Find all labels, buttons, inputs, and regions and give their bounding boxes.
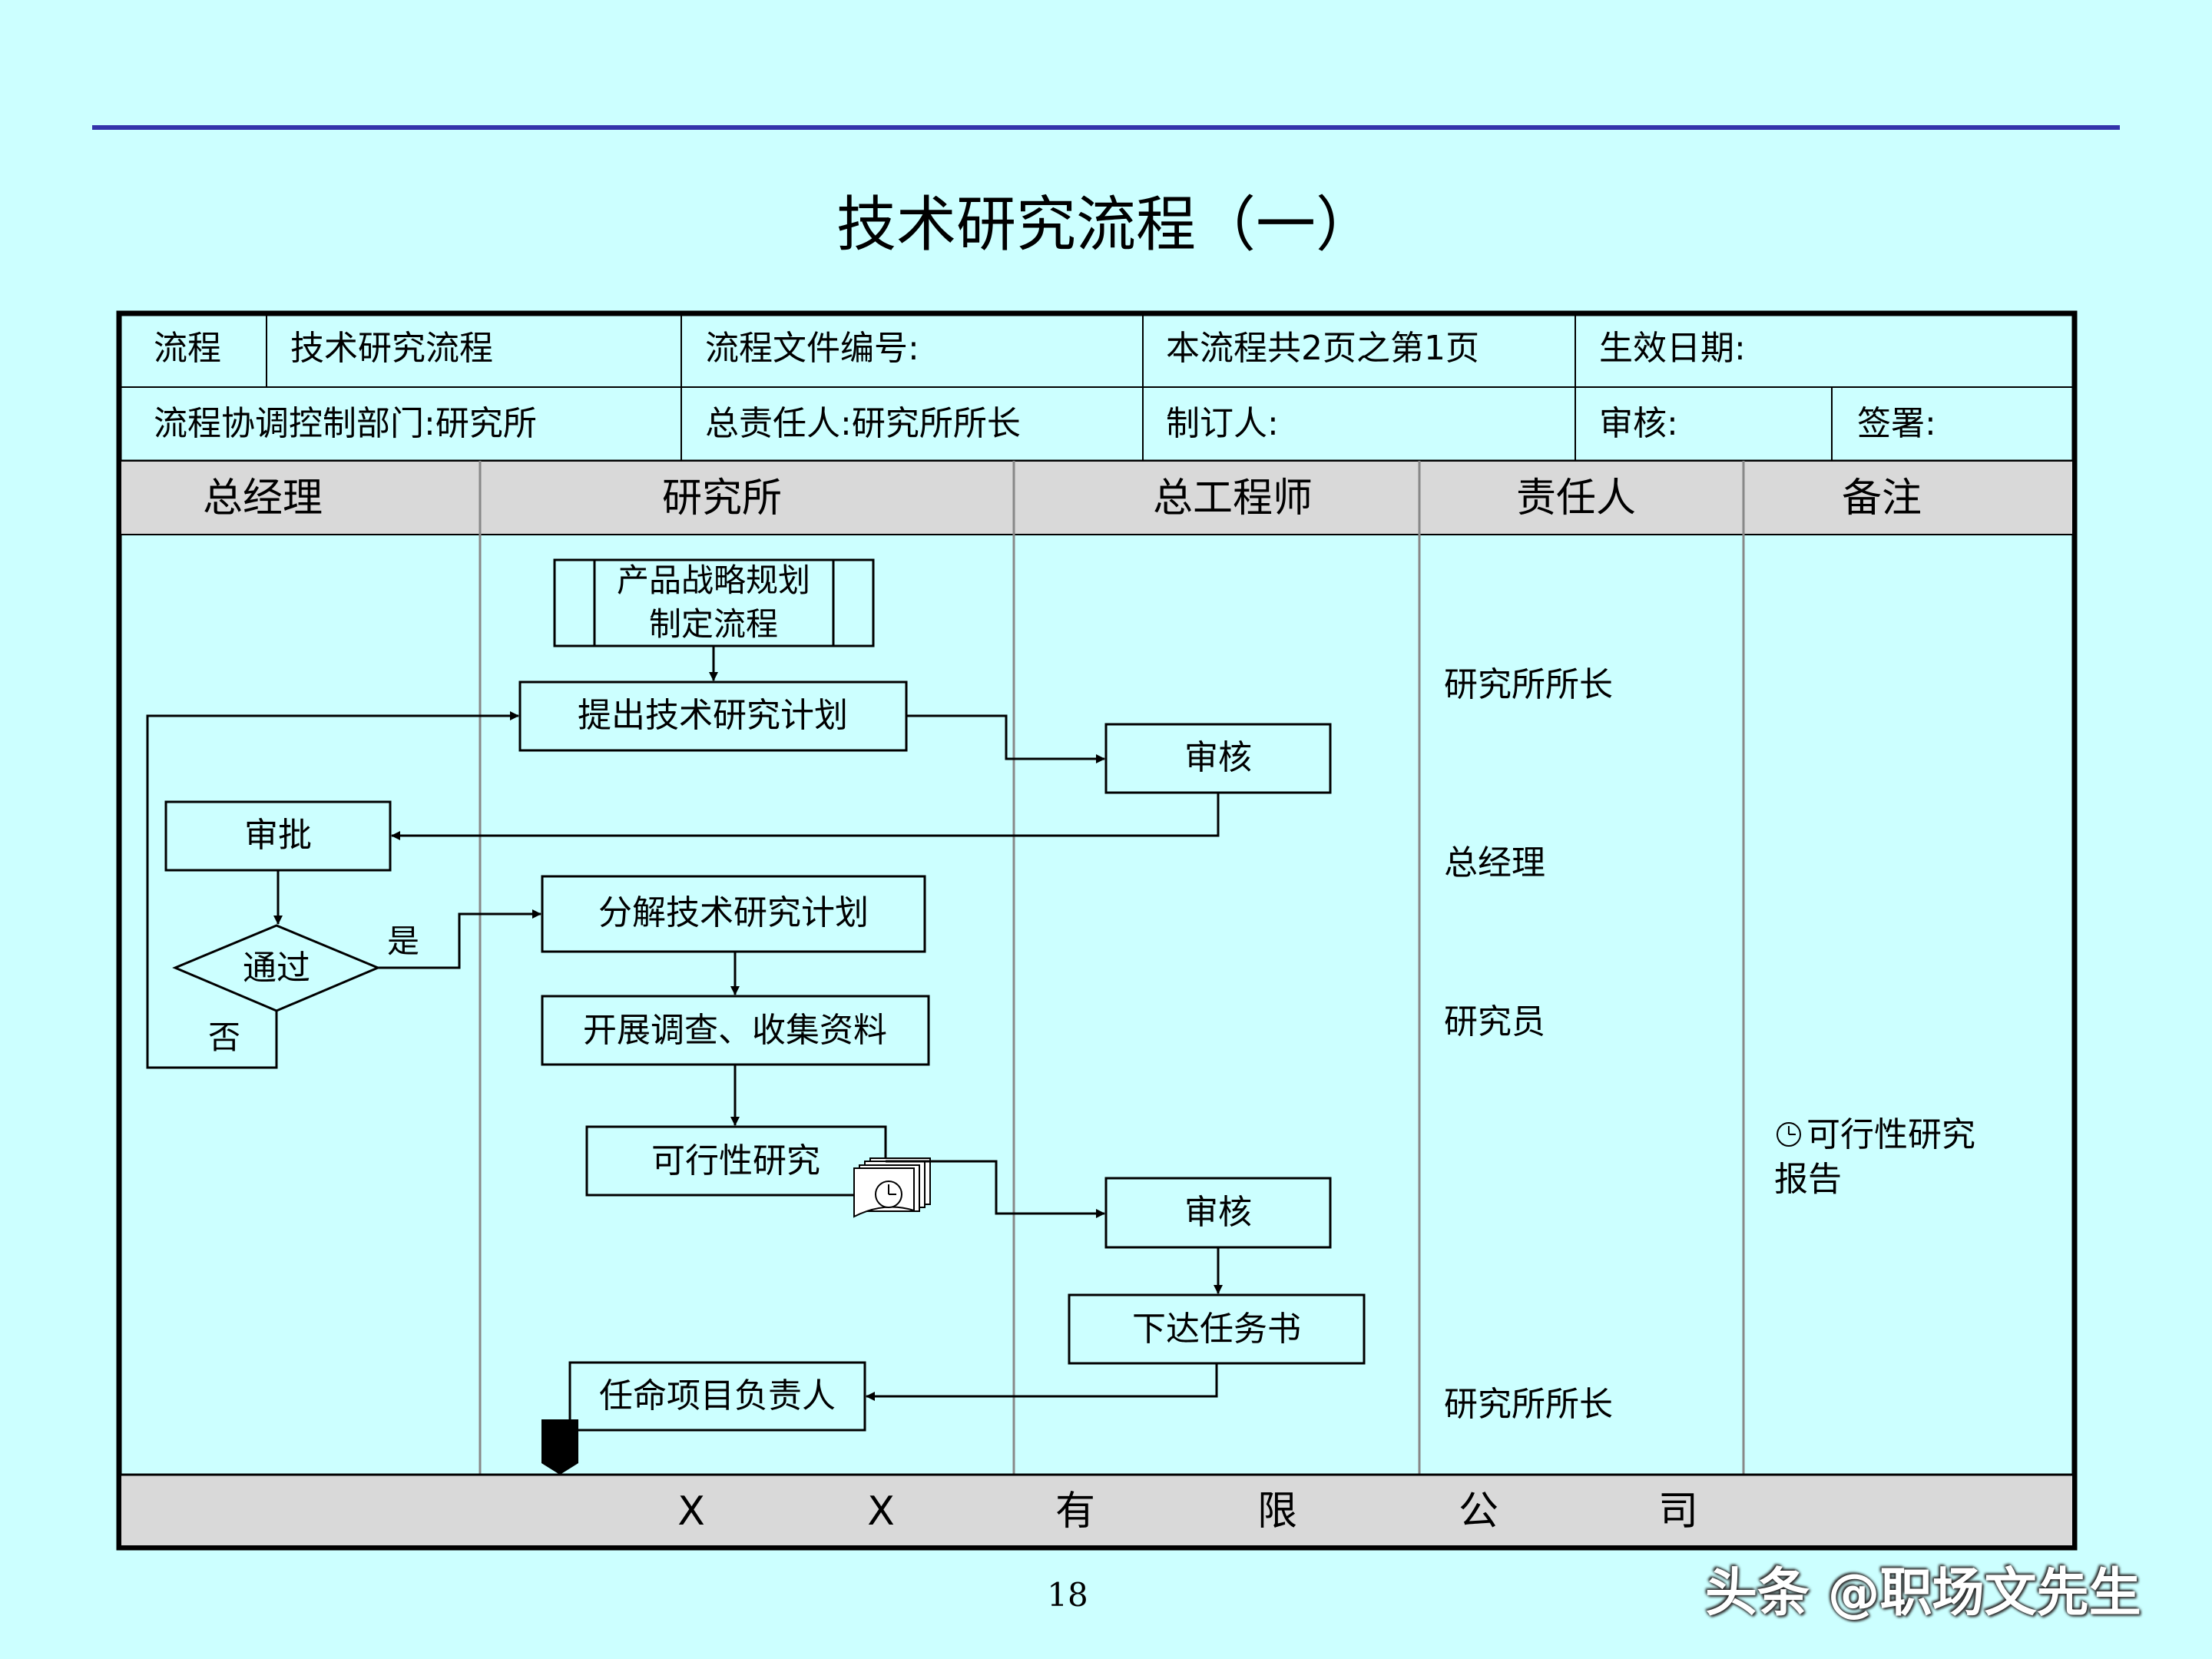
header-page-info: 本流程共2页之第1页 xyxy=(1166,329,1479,368)
issue-task-node: 下达任务书 xyxy=(1068,1293,1366,1365)
footer-char: X xyxy=(867,1488,895,1535)
header-process-name: 技术研究流程 xyxy=(290,329,493,368)
table-frame xyxy=(116,310,2078,1551)
header-effective-date: 生效日期: xyxy=(1599,329,1746,368)
decompose-plan-node: 分解技术研究计划 xyxy=(541,875,926,953)
lane-header-remarks: 备注 xyxy=(1842,475,1922,522)
responsible-2: 总经理 xyxy=(1444,843,1545,882)
svg-text:审核: 审核 xyxy=(1184,1193,1252,1232)
responsible-1: 研究所所长 xyxy=(1444,665,1613,704)
footer-band xyxy=(121,1475,2072,1545)
svg-text:下达任务书: 下达任务书 xyxy=(1132,1310,1301,1349)
appoint-leader-node: 任命项目负责人 xyxy=(568,1361,866,1432)
footer-char: 公 xyxy=(1459,1488,1498,1535)
lane-header-responsible: 责任人 xyxy=(1516,475,1636,522)
decision-diamond: 通过 xyxy=(172,924,381,1012)
clock-icon xyxy=(1777,1122,1801,1147)
remark-line1: 可行性研究 xyxy=(1806,1115,1975,1154)
svg-text:分解技术研究计划: 分解技术研究计划 xyxy=(598,893,869,932)
footer-char: 限 xyxy=(1257,1488,1297,1535)
start-process-node: 产品战略规划 制定流程 xyxy=(553,558,875,647)
feasibility-study-node: 可行性研究 xyxy=(585,1125,887,1197)
header-author: 制订人: xyxy=(1166,404,1279,443)
footer-char: 司 xyxy=(1658,1488,1698,1535)
yes-label: 是 xyxy=(387,922,419,960)
header-dept: 流程协调控制部门:研究所 xyxy=(154,404,537,443)
footer-char: X xyxy=(677,1488,705,1535)
header-owner: 总责任人:研究所所长 xyxy=(705,404,1021,443)
page-title: 技术研究流程（一） xyxy=(836,190,1376,260)
responsible-4: 研究所所长 xyxy=(1444,1385,1613,1424)
header-file-no-label: 流程文件编号: xyxy=(705,329,919,368)
propose-plan-node: 提出技术研究计划 xyxy=(518,680,908,752)
review-node-2: 审核 xyxy=(1104,1177,1332,1249)
header-review: 审核: xyxy=(1599,404,1678,443)
svg-text:开展调查、收集资料: 开展调查、收集资料 xyxy=(583,1011,887,1050)
svg-text:任命项目负责人: 任命项目负责人 xyxy=(599,1376,836,1416)
svg-text:可行性研究: 可行性研究 xyxy=(651,1141,820,1181)
lane-header-gm: 总经理 xyxy=(203,475,323,522)
svg-text:审核: 审核 xyxy=(1184,738,1252,777)
header-process-label: 流程 xyxy=(154,329,221,368)
footer-char: 有 xyxy=(1055,1488,1095,1535)
svg-text:通过: 通过 xyxy=(243,949,310,988)
no-label: 否 xyxy=(208,1018,240,1056)
lane-header-band xyxy=(121,462,2072,535)
approve-node: 审批 xyxy=(164,800,392,872)
document-stack-icon xyxy=(853,1157,931,1218)
remark-line2: 报告 xyxy=(1774,1160,1842,1199)
header-sign: 签署: xyxy=(1857,404,1936,443)
off-page-connector xyxy=(541,1419,578,1475)
flow-connectors xyxy=(146,646,1223,1401)
watermark: 头条 @职场文先生 xyxy=(1705,1563,2141,1624)
svg-text:提出技术研究计划: 提出技术研究计划 xyxy=(578,696,848,735)
top-divider-line xyxy=(92,125,2120,130)
lane-header-institute: 研究所 xyxy=(662,475,782,522)
lane-header-chief-engineer: 总工程师 xyxy=(1153,475,1313,522)
start-node-line2: 制定流程 xyxy=(649,605,778,643)
page-number: 18 xyxy=(1047,1576,1088,1614)
survey-collect-node: 开展调查、收集资料 xyxy=(541,995,930,1066)
svg-text:审批: 审批 xyxy=(244,816,312,855)
review-node-1: 审核 xyxy=(1104,723,1332,794)
start-node-line1: 产品战略规划 xyxy=(617,561,810,599)
responsible-3: 研究员 xyxy=(1444,1002,1545,1041)
